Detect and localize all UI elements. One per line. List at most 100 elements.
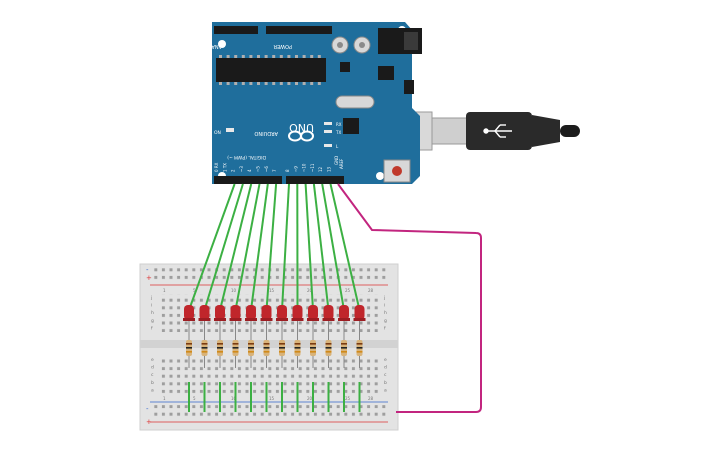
- usb-symbol-icon: [483, 124, 512, 138]
- gnd-wire[interactable]: [337, 183, 482, 413]
- bottom-terminal-strip[interactable]: [160, 356, 380, 394]
- rail-polarity-label: -: [146, 266, 149, 274]
- resistor[interactable]: [356, 318, 363, 368]
- signal-wire[interactable]: [265, 183, 278, 311]
- analog-header[interactable]: [214, 26, 258, 34]
- signal-wire[interactable]: [281, 183, 290, 311]
- rail-polarity-label: +: [146, 418, 152, 426]
- rx-led-label: RX: [336, 122, 342, 127]
- digital-header-high[interactable]: [286, 176, 344, 184]
- arduino-infinity-logo-icon: [288, 130, 314, 142]
- row-letter: h: [151, 310, 154, 316]
- signal-wire[interactable]: [203, 183, 244, 311]
- led[interactable]: [276, 305, 288, 321]
- column-number-top: 5: [193, 288, 196, 293]
- column-number-bottom: 5: [193, 396, 196, 401]
- analog-in-label: ANALOG IN: [194, 43, 222, 49]
- digital-pin-label: ~5: [256, 166, 261, 172]
- digital-pin-label: 13: [327, 166, 332, 172]
- digital-pin-label: ~6: [264, 166, 269, 172]
- signal-wire[interactable]: [312, 183, 330, 311]
- signal-wire[interactable]: [234, 183, 261, 311]
- signal-wire[interactable]: [304, 183, 314, 311]
- column-number-top: 20: [307, 288, 313, 293]
- row-letter: h: [384, 310, 387, 316]
- on-led-label: ON: [214, 130, 221, 136]
- column-number-bottom: 10: [231, 396, 237, 401]
- row-letter: g: [151, 319, 154, 324]
- row-letter: f: [151, 325, 153, 331]
- led[interactable]: [198, 305, 211, 321]
- l-led-label: L: [336, 144, 339, 149]
- row-letter: g: [384, 319, 387, 324]
- resistor[interactable]: [263, 318, 270, 368]
- led[interactable]: [338, 305, 350, 321]
- resistor[interactable]: [325, 318, 332, 368]
- led[interactable]: [183, 305, 195, 321]
- signal-wire[interactable]: [219, 183, 253, 311]
- led[interactable]: [307, 305, 319, 321]
- column-number-top: 10: [231, 288, 237, 293]
- tx-led-label: TX: [335, 130, 341, 135]
- signal-wire[interactable]: [329, 183, 361, 311]
- signal-wire[interactable]: [250, 183, 269, 311]
- row-letter: b: [151, 380, 154, 386]
- digital-pin-label: 1 TX: [222, 163, 227, 172]
- row-letter: j: [150, 295, 152, 301]
- digital-pin-label: ~11: [310, 163, 315, 172]
- led[interactable]: [245, 305, 257, 321]
- resistor[interactable]: [310, 318, 316, 368]
- digital-header-low[interactable]: [214, 176, 282, 184]
- row-letter: j: [383, 295, 385, 301]
- resistor[interactable]: [279, 318, 285, 368]
- column-number-top: 15: [269, 288, 275, 293]
- led[interactable]: [291, 305, 304, 321]
- row-letter: c: [151, 373, 154, 378]
- led[interactable]: [353, 305, 366, 321]
- digital-pin-label: 12: [318, 166, 323, 172]
- usb-cable[interactable]: [379, 111, 580, 151]
- aref-pin-label: AREF: [339, 158, 344, 169]
- digital-pin-label: ~3: [239, 166, 244, 172]
- digital-pin-label: 4: [247, 169, 252, 172]
- resistor[interactable]: [201, 318, 208, 368]
- column-number-bottom: 1: [163, 396, 166, 401]
- row-letter: e: [384, 358, 387, 363]
- resistor[interactable]: [186, 318, 192, 368]
- led[interactable]: [260, 305, 273, 321]
- arduino-uno-board[interactable]: ANALOG IN POWER UNO ARDUINO: [194, 22, 422, 184]
- row-letter: c: [384, 373, 387, 378]
- resistor[interactable]: [217, 318, 223, 368]
- column-number-top: 25: [345, 288, 351, 293]
- row-letter: a: [384, 388, 387, 393]
- power-header[interactable]: [266, 26, 332, 34]
- atmega-chip: [216, 58, 326, 82]
- row-letter: i: [384, 303, 385, 309]
- led[interactable]: [229, 305, 242, 321]
- column-number-top: 1: [163, 288, 166, 293]
- led[interactable]: [322, 305, 335, 321]
- column-number-top: 28: [368, 288, 374, 293]
- digital-pin-label: 8: [285, 169, 290, 172]
- resistor[interactable]: [294, 318, 301, 368]
- signal-wire[interactable]: [188, 183, 236, 311]
- row-letter: b: [384, 380, 387, 386]
- power-label: POWER: [273, 43, 292, 49]
- resistor[interactable]: [232, 318, 239, 368]
- resistor[interactable]: [248, 318, 254, 368]
- signal-wire[interactable]: [321, 183, 345, 311]
- row-letter: d: [151, 365, 154, 371]
- led[interactable]: [214, 305, 226, 321]
- row-letter: i: [151, 303, 152, 309]
- arduino-brand-label: ARDUINO: [254, 130, 278, 136]
- digital-pin-label: 7: [272, 169, 277, 172]
- resistor[interactable]: [341, 318, 347, 368]
- row-letter: f: [384, 325, 386, 331]
- digital-label: DIGITAL (PWM ~): [227, 154, 266, 160]
- row-letter: a: [151, 388, 154, 393]
- gnd-pin-label: GND: [334, 156, 339, 165]
- row-letter: d: [384, 365, 387, 371]
- bottom-power-rail[interactable]: [150, 405, 388, 419]
- digital-pin-label: ~9: [293, 166, 298, 172]
- digital-pin-label: ~10: [302, 163, 307, 172]
